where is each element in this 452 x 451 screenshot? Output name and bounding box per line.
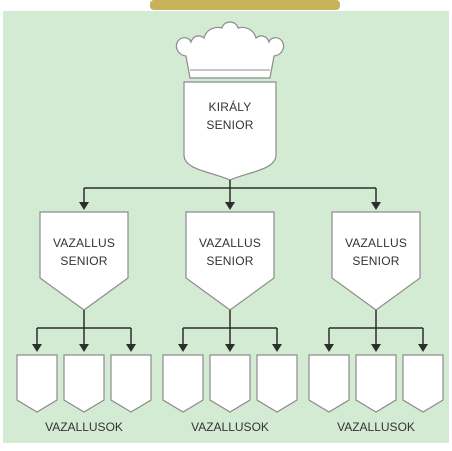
vassal-group-label-2: VAZALLUSOK: [191, 420, 269, 434]
top-photo-strip: [150, 0, 340, 10]
king-label: KIRÁLY SENIOR: [184, 98, 276, 134]
vassal-shield: [209, 354, 251, 413]
vassal-senior-shield-1: [39, 211, 129, 311]
vassal-senior-shield-3: [331, 211, 421, 311]
group-arrowheads: [32, 344, 428, 352]
vassal-senior-label-3: VAZALLUS SENIOR: [332, 234, 420, 270]
vassal-group-label-1: VAZALLUSOK: [45, 420, 123, 434]
vassal-shield: [308, 354, 350, 413]
king-label-line2: SENIOR: [206, 118, 254, 132]
vassal-senior-label-2: VAZALLUS SENIOR: [186, 234, 274, 270]
vassal-shield: [402, 354, 444, 413]
crown-icon: [175, 21, 285, 79]
vassal-senior-label-line1: VAZALLUS: [198, 236, 262, 250]
vassal-senior-shield-2: [185, 211, 275, 311]
vassal-group-label-3: VAZALLUSOK: [337, 420, 415, 434]
vassal-senior-label-line2: SENIOR: [60, 254, 108, 268]
king-shield: [183, 81, 277, 181]
vassal-shield: [256, 354, 298, 413]
group-connectors-1: [36, 310, 132, 346]
vassal-shield: [355, 354, 397, 413]
vassal-shield: [110, 354, 152, 413]
vassal-senior-label-line1: VAZALLUS: [344, 236, 408, 250]
group-connectors-3: [328, 310, 424, 346]
vassal-senior-label-line2: SENIOR: [352, 254, 400, 268]
vassal-shields: [16, 354, 444, 413]
vassal-shield: [63, 354, 105, 413]
king-label-line1: KIRÁLY: [208, 100, 252, 114]
vassal-senior-label-line1: VAZALLUS: [52, 236, 116, 250]
vassal-senior-label-line2: SENIOR: [206, 254, 254, 268]
vassal-shield: [162, 354, 204, 413]
vassal-senior-label-1: VAZALLUS SENIOR: [40, 234, 128, 270]
group-connectors-2: [182, 310, 278, 346]
king-arrowheads: [79, 202, 381, 210]
vassal-shield: [16, 354, 58, 413]
king-connectors: [83, 180, 377, 204]
